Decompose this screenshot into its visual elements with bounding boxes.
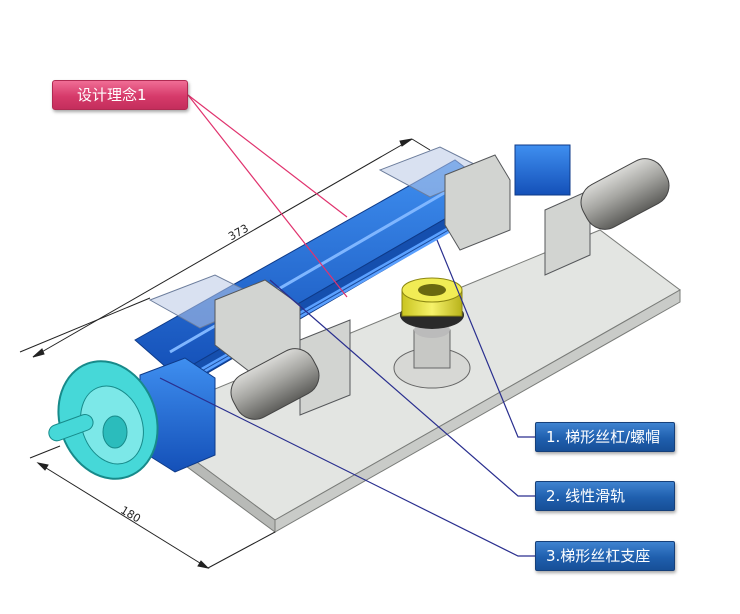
handwheel <box>48 360 159 480</box>
screw-support-blocks <box>214 154 591 416</box>
callout-linear-rail: 2. 线性滑轨 <box>535 481 675 511</box>
motor-front <box>230 348 320 420</box>
callout-leader-lines <box>159 239 535 557</box>
lead-screw-nut <box>393 277 471 389</box>
dimension-length-line <box>19 138 431 358</box>
callout-lead-screw-nut: 1. 梯形丝杠/螺帽 <box>535 422 675 452</box>
dimension-width-line <box>29 445 276 569</box>
callout-lead-screw-support: 3.梯形丝杠支座 <box>535 541 675 571</box>
title-leader-lines <box>187 94 348 298</box>
motor-rear <box>514 144 670 230</box>
design-concept-tag: 设计理念1 <box>52 80 188 110</box>
